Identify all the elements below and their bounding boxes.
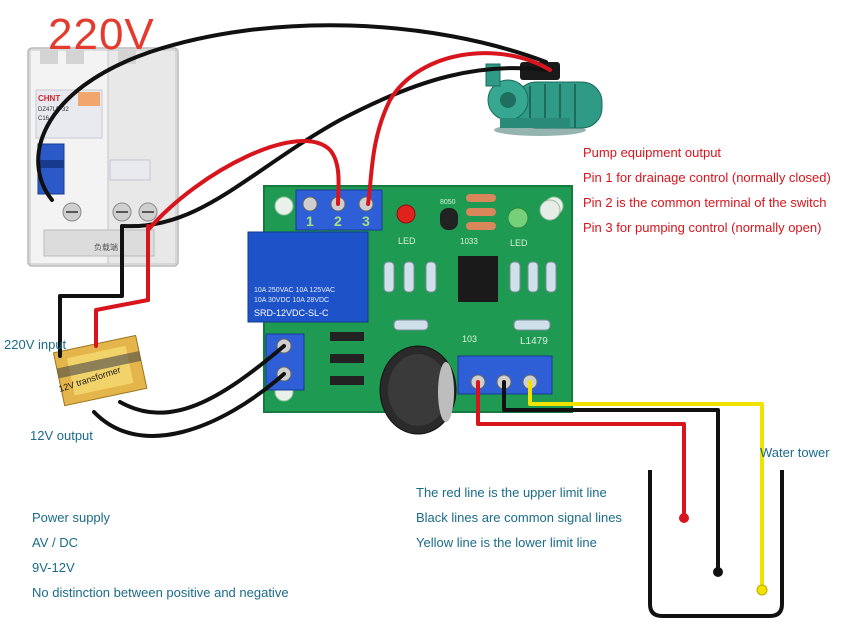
circuit-breaker <box>27 47 179 267</box>
control-board <box>247 185 573 435</box>
pump-note: Pin 1 for drainage control (normally clo… <box>583 170 831 185</box>
upper-probe <box>679 513 689 523</box>
breaker-load-label: 负载端 <box>94 242 118 252</box>
line-note: Yellow line is the lower limit line <box>416 535 597 550</box>
led-label-red: LED <box>398 236 416 246</box>
pump-notes: Pump equipment output Pin 1 for drainage… <box>583 140 831 240</box>
voltage-title: 220V <box>48 10 155 59</box>
input-220v-label: 220V input <box>4 337 67 352</box>
pump-note: Pump equipment output <box>583 145 722 160</box>
line-note: Black lines are common signal lines <box>416 510 622 525</box>
power-note: 9V-12V <box>32 560 75 575</box>
breaker-rating: C16 <box>38 116 50 122</box>
led-label-green: LED <box>510 238 528 248</box>
common-probe <box>713 567 723 577</box>
relay-model: SRD-12VDC-SL-C <box>254 308 329 318</box>
power-note: AV / DC <box>32 535 78 550</box>
terminal-number-2: 2 <box>334 213 342 229</box>
resistor-code: 103 <box>462 334 477 344</box>
breaker-brand: CHNT <box>38 94 60 103</box>
power-note: No distinction between positive and nega… <box>32 585 289 600</box>
relay-rating-line2: 10A 30VDC 10A 28VDC <box>254 297 329 304</box>
relay-rating-line1: 10A 250VAC 10A 125VAC <box>254 287 335 294</box>
part-code: L1479 <box>520 336 548 347</box>
line-note: The red line is the upper limit line <box>416 485 607 500</box>
terminal-number-3: 3 <box>362 213 370 229</box>
resistor-code-2: 1033 <box>460 237 478 246</box>
output-12v-label: 12V output <box>30 428 93 443</box>
water-tower-label: Water tower <box>760 445 830 460</box>
pump-note: Pin 2 is the common terminal of the swit… <box>583 195 827 210</box>
lower-probe <box>756 584 768 596</box>
power-note: Power supply <box>32 510 111 525</box>
wires <box>36 23 764 592</box>
transistor-mark: 8050 <box>440 199 456 206</box>
line-notes: The red line is the upper limit line Bla… <box>416 480 622 555</box>
breaker-model: DZ47LE-32 <box>38 107 69 113</box>
terminal-number-1: 1 <box>306 213 314 229</box>
water-tower <box>648 470 784 618</box>
power-notes: Power supply AV / DC 9V-12V No distincti… <box>32 505 289 605</box>
water-pump <box>485 62 603 136</box>
pump-note: Pin 3 for pumping control (normally open… <box>583 220 822 235</box>
